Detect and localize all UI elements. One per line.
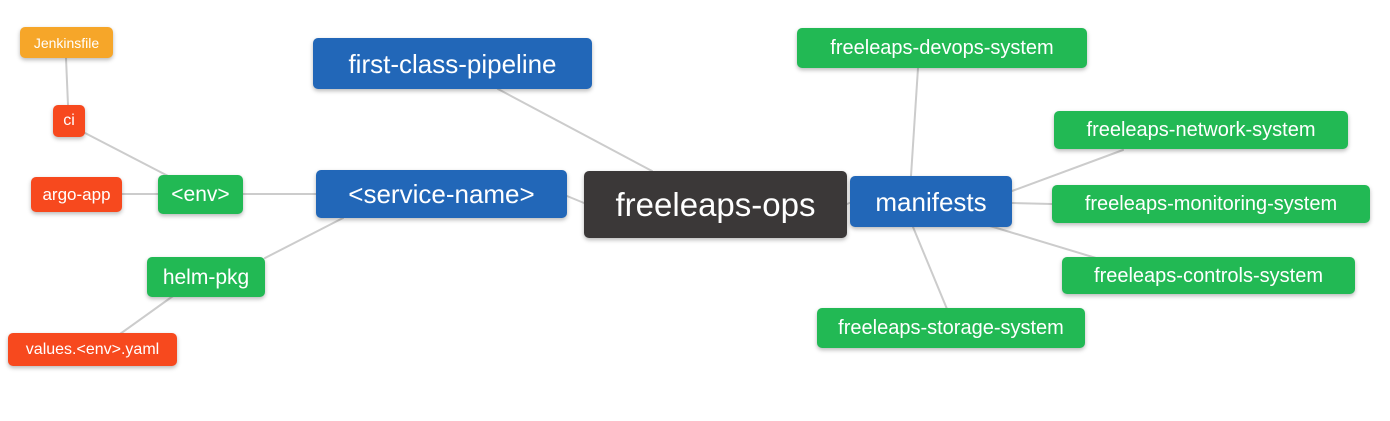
edge-pipeline-root bbox=[497, 88, 653, 172]
node-jenkinsfile[interactable]: Jenkinsfile bbox=[20, 27, 113, 58]
node-root-freeleaps-ops[interactable]: freeleaps-ops bbox=[584, 171, 847, 238]
node-service-name-label: <service-name> bbox=[348, 179, 535, 209]
edge-ci-env bbox=[84, 132, 171, 178]
node-freeleaps-storage-system[interactable]: freeleaps-storage-system bbox=[817, 308, 1085, 348]
edge-manifests-storage bbox=[912, 226, 948, 310]
edge-helm-pkg-values bbox=[119, 295, 174, 335]
node-jenkinsfile-label: Jenkinsfile bbox=[33, 34, 100, 51]
node-freeleaps-devops-system[interactable]: freeleaps-devops-system bbox=[797, 28, 1087, 68]
node-freeleaps-controls-system-label: freeleaps-controls-system bbox=[1094, 264, 1323, 287]
node-manifests[interactable]: manifests bbox=[850, 176, 1012, 227]
edge-jenkinsfile-ci bbox=[65, 57, 69, 106]
node-service-name[interactable]: <service-name> bbox=[316, 170, 567, 218]
edge-service-name-helm-pkg bbox=[264, 217, 344, 259]
node-first-class-pipeline[interactable]: first-class-pipeline bbox=[313, 38, 592, 89]
edge-manifests-monitoring bbox=[1011, 202, 1053, 205]
node-ci[interactable]: ci bbox=[53, 105, 85, 137]
node-manifests-label: manifests bbox=[875, 186, 987, 217]
node-argo-app[interactable]: argo-app bbox=[31, 177, 122, 212]
node-freeleaps-network-system-label: freeleaps-network-system bbox=[1086, 119, 1316, 141]
edge-manifests-devops bbox=[910, 67, 919, 177]
node-env-label: <env> bbox=[171, 183, 230, 206]
node-freeleaps-storage-system-label: freeleaps-storage-system bbox=[838, 317, 1064, 339]
edge-service-name-root bbox=[566, 195, 585, 204]
node-freeleaps-controls-system[interactable]: freeleaps-controls-system bbox=[1062, 257, 1355, 294]
node-first-class-pipeline-label: first-class-pipeline bbox=[348, 48, 557, 79]
node-argo-app-label: argo-app bbox=[42, 185, 111, 204]
node-freeleaps-network-system[interactable]: freeleaps-network-system bbox=[1054, 111, 1348, 149]
node-root-freeleaps-ops-label: freeleaps-ops bbox=[615, 186, 816, 223]
node-freeleaps-monitoring-system-label: freeleaps-monitoring-system bbox=[1084, 193, 1338, 215]
node-freeleaps-devops-system-label: freeleaps-devops-system bbox=[830, 37, 1054, 59]
node-ci-label: ci bbox=[63, 112, 75, 129]
node-values-env-yaml-label: values.<env>.yaml bbox=[25, 340, 160, 358]
node-env[interactable]: <env> bbox=[158, 175, 243, 214]
node-helm-pkg[interactable]: helm-pkg bbox=[147, 257, 265, 297]
node-values-env-yaml[interactable]: values.<env>.yaml bbox=[8, 333, 177, 366]
node-helm-pkg-label: helm-pkg bbox=[162, 265, 250, 289]
edge-manifests-controls bbox=[989, 225, 1097, 259]
node-freeleaps-monitoring-system[interactable]: freeleaps-monitoring-system bbox=[1052, 185, 1370, 223]
